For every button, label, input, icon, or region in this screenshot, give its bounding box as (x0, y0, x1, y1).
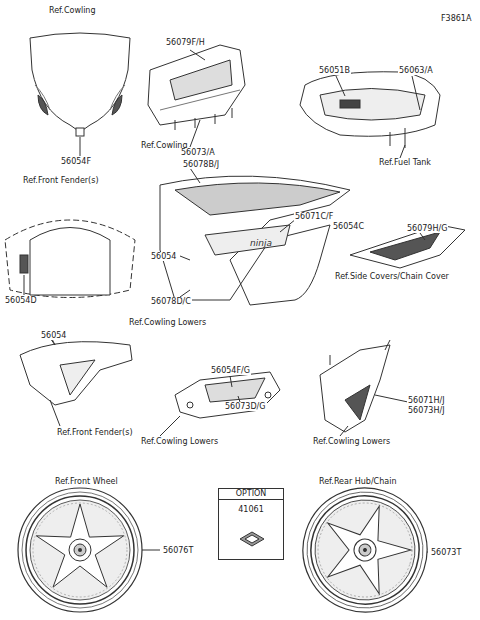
callout-number: 56078D/C (150, 297, 192, 306)
box-heading: OPTION (219, 489, 283, 500)
callout-number: 56073H/J (407, 406, 446, 415)
reference-label: Ref.Cowling Lowers (128, 318, 207, 327)
callout-number: 56079F/H (165, 38, 206, 47)
callout-number: F3861A (440, 14, 472, 23)
callout-number: 56054 (150, 252, 177, 261)
reference-label: Ref.Cowling Lowers (312, 437, 391, 446)
svg-text:ninja: ninja (250, 238, 272, 248)
callout-number: 41061 (219, 505, 283, 514)
callout-number: 56054D (4, 296, 38, 305)
reference-label: Ref.Side Covers/Chain Cover (334, 272, 450, 281)
callout-number: 56051B (318, 66, 351, 75)
callout-number: 56071C/F (294, 212, 334, 221)
callout-number: 56078B/J (182, 160, 220, 169)
callout-number: 56054 (40, 331, 67, 340)
reference-label: Ref.Front Wheel (54, 477, 119, 486)
callout-number: 56073/A (180, 148, 216, 157)
callout-number: 56076T (162, 546, 194, 555)
callout-number: 56054F/G (210, 366, 251, 375)
option-box: OPTION 41061 (218, 488, 284, 560)
reference-label: Ref.Rear Hub/Chain (318, 477, 397, 486)
callout-number: 56079H/G (406, 224, 448, 233)
callout-number: 56054F (60, 157, 92, 166)
callout-number: 56054C (332, 222, 365, 231)
callout-number: 56063/A (398, 66, 434, 75)
option-part-icon (237, 527, 267, 551)
reference-label: Ref.Front Fender(s) (22, 176, 100, 185)
callout-number: 56073D/G (224, 402, 267, 411)
reference-label: Ref.Front Fender(s) (56, 428, 134, 437)
reference-label: Ref.Cowling Lowers (140, 437, 219, 446)
reference-label: Ref.Cowling (48, 6, 97, 15)
reference-label: Ref.Fuel Tank (378, 158, 432, 167)
callout-number: 56071H/J (407, 396, 446, 405)
callout-number: 56073T (430, 548, 462, 557)
